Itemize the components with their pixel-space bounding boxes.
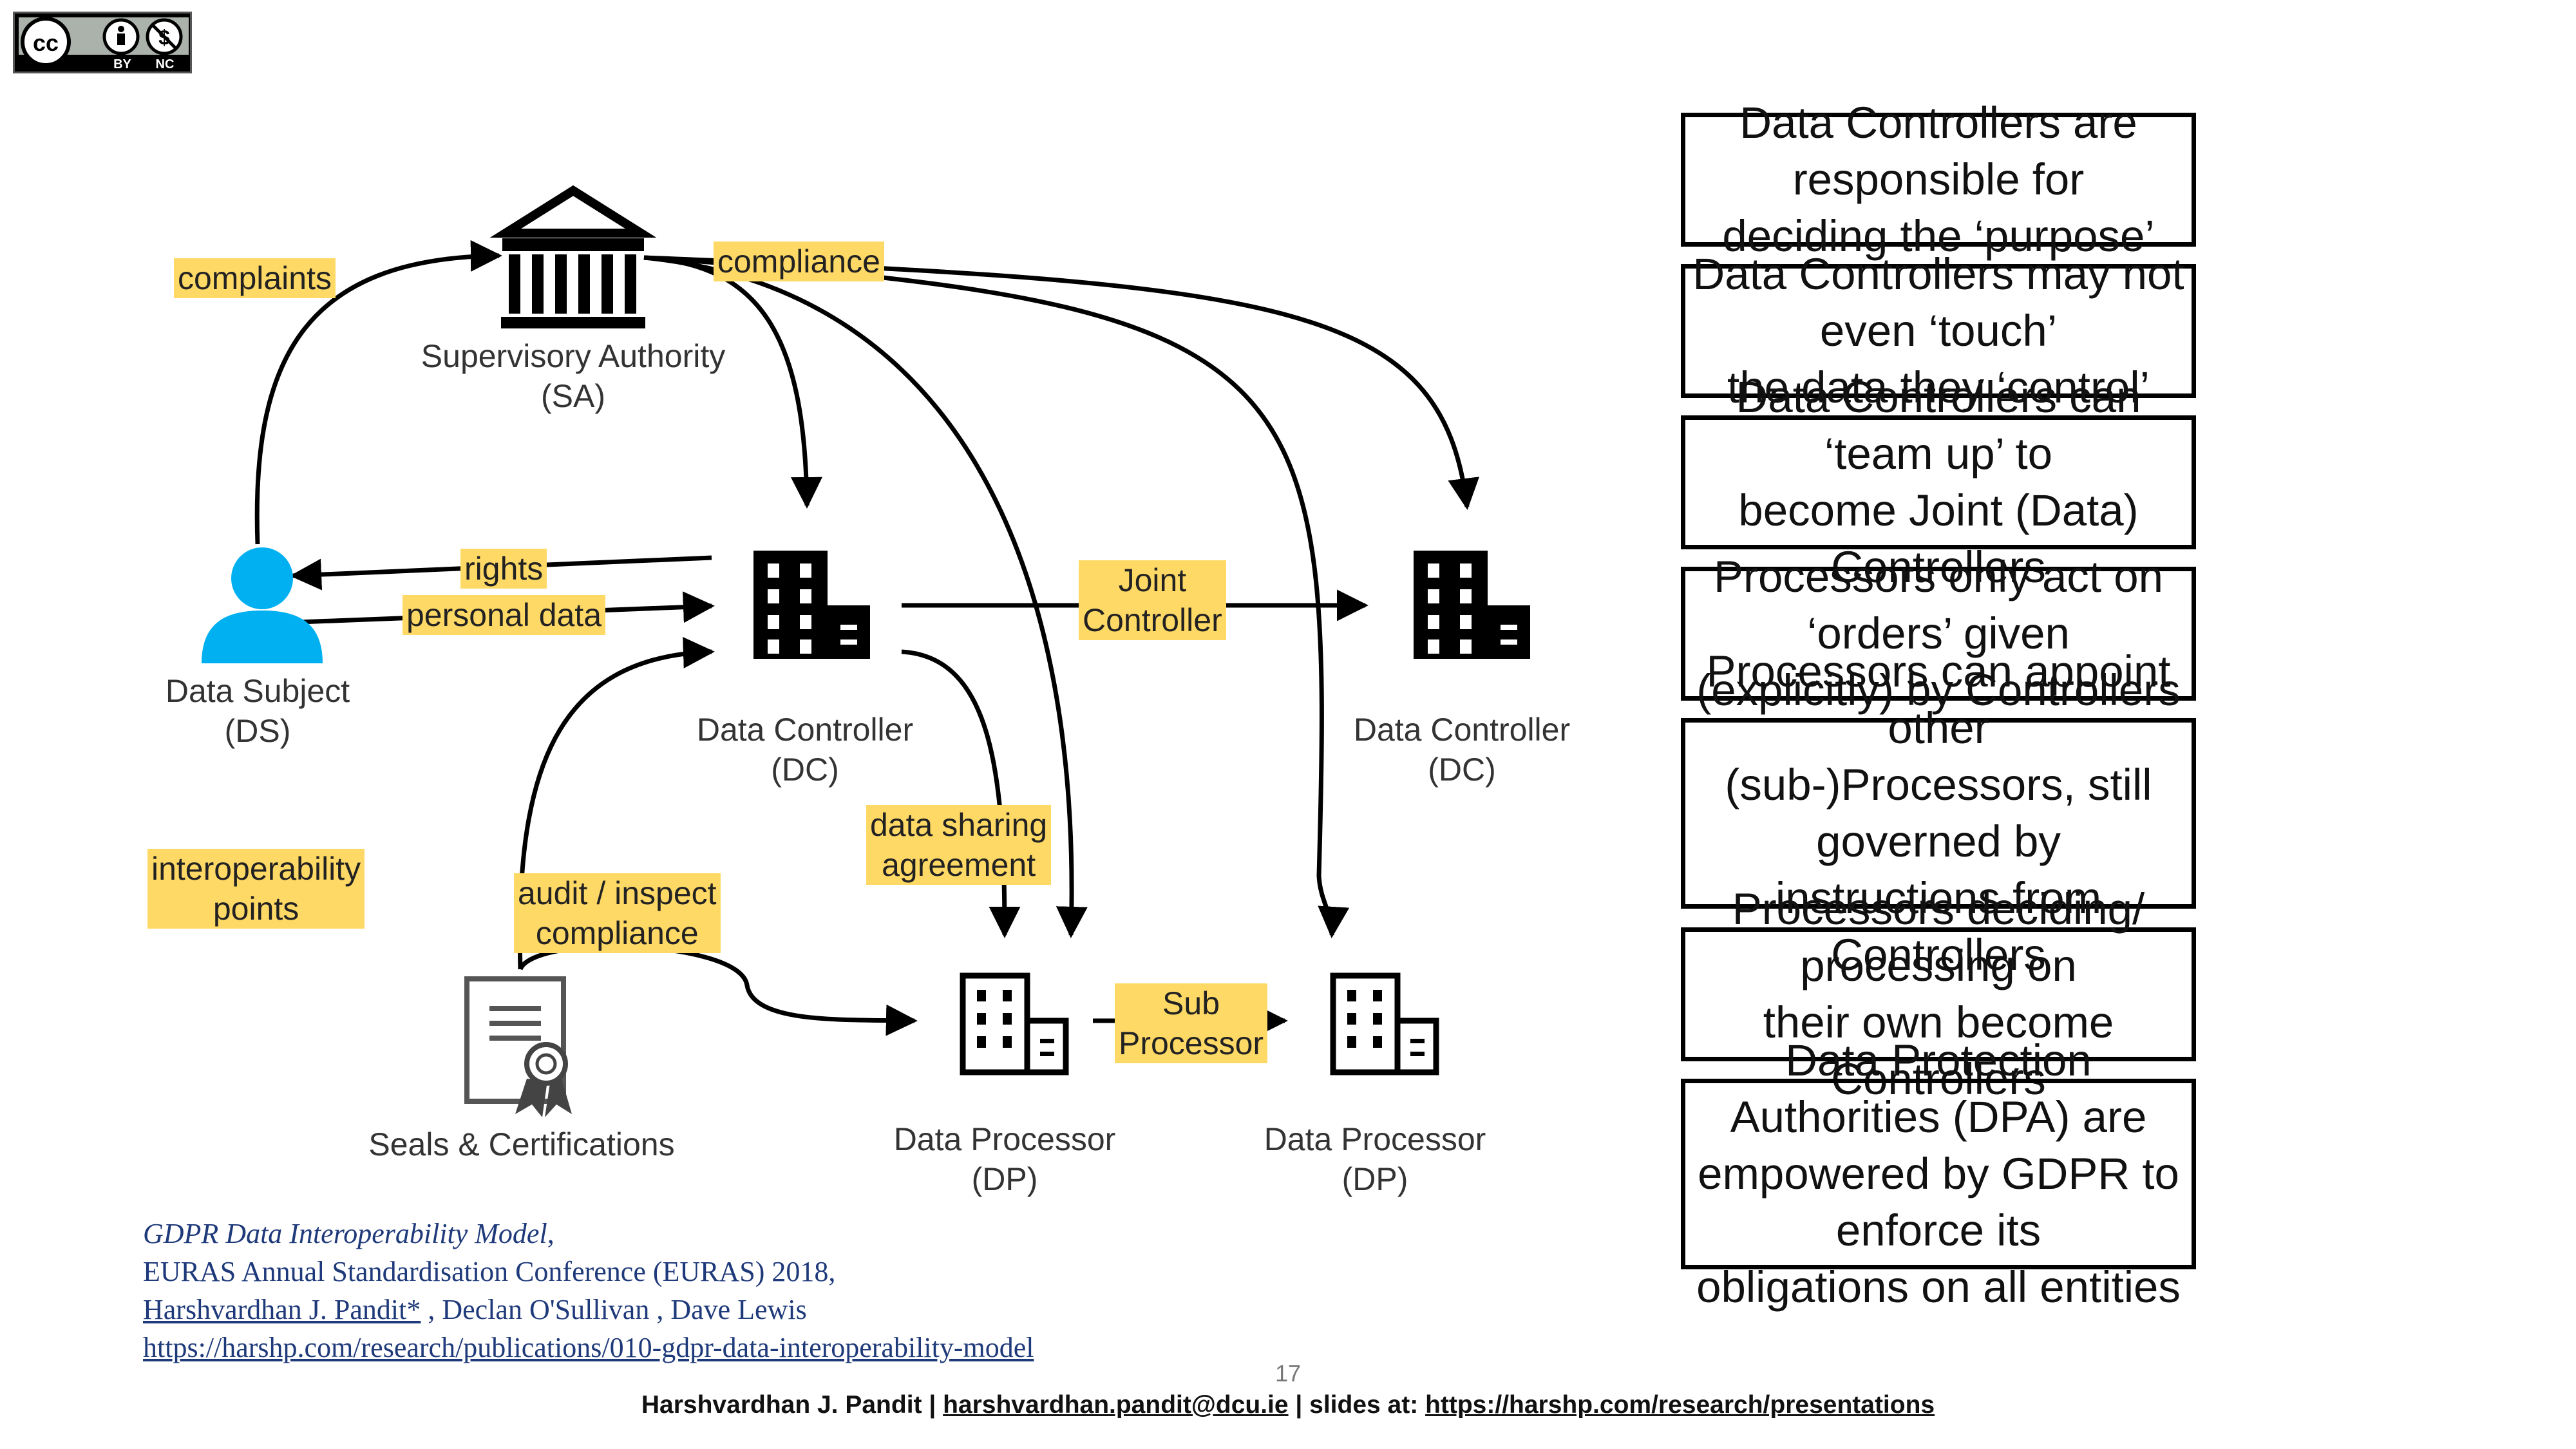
cc-by-label: BY bbox=[113, 57, 131, 71]
data-sharing-label: data sharing agreement bbox=[866, 805, 1052, 885]
data-controller-icon-1 bbox=[753, 551, 870, 659]
sub-processor-label: Sub Processor bbox=[1115, 983, 1268, 1063]
audit-compliance-label: audit / inspect compliance bbox=[514, 873, 721, 953]
seals-certifications-label: Seals & Certifications bbox=[368, 1126, 675, 1162]
citation-title-line: GDPR Data Interoperability Model, bbox=[143, 1215, 554, 1253]
data-controller-icon-2 bbox=[1414, 551, 1530, 659]
data-processor-icon-2 bbox=[1330, 972, 1439, 1075]
citation-author-link[interactable]: Harshvardhan J. Pandit* bbox=[143, 1294, 421, 1325]
footer-mid: | slides at: bbox=[1288, 1391, 1426, 1419]
footer-slides-link[interactable]: https://harshp.com/research/presentation… bbox=[1425, 1391, 1935, 1419]
interoperability-points-label: interoperability points bbox=[147, 849, 365, 929]
data-controller-1-label: Data Controller (DC) bbox=[696, 712, 914, 788]
citation-title-suffix: , bbox=[547, 1218, 554, 1249]
footer-name: Harshvardhan J. Pandit | bbox=[641, 1391, 943, 1419]
data-subject-label: Data Subject (DS) bbox=[165, 673, 350, 749]
certificate-icon bbox=[464, 976, 572, 1117]
statement-box: Processors deciding/ processing on their… bbox=[1681, 884, 2196, 1104]
data-processor-1-label: Data Processor (DP) bbox=[893, 1121, 1116, 1197]
compliance-label: compliance bbox=[714, 242, 884, 281]
complaints-label: complaints bbox=[174, 258, 336, 298]
arrow-data-sharing bbox=[901, 649, 1021, 938]
footer: Harshvardhan J. Pandit | harshvardhan.pa… bbox=[0, 1391, 2576, 1419]
citation-title: GDPR Data Interoperability Model bbox=[143, 1218, 547, 1249]
citation-conference: EURAS Annual Standardisation Conference … bbox=[143, 1256, 836, 1287]
statement-box: Data Controllers are responsible for dec… bbox=[1681, 98, 2196, 261]
statement-box: Data Protection Authorities (DPA) are em… bbox=[1681, 1036, 2196, 1312]
cc-icon: cc $ bbox=[21, 17, 183, 67]
statement-box: Processors can appoint other (sub-)Proce… bbox=[1681, 647, 2196, 980]
data-processor-icon-1 bbox=[960, 972, 1069, 1075]
arrow-complaints bbox=[254, 240, 502, 545]
supervisory-authority-label: Supervisory Authority (SA) bbox=[421, 338, 726, 414]
cc-nc-label: NC bbox=[155, 57, 175, 71]
arrow-compliance-dp2 bbox=[643, 255, 1350, 938]
joint-controller-label: Joint Controller bbox=[1079, 560, 1226, 640]
citation-url-link[interactable]: https://harshp.com/research/publications… bbox=[143, 1332, 1034, 1363]
citation-other-authors: , Declan O'Sullivan , Dave Lewis bbox=[421, 1294, 807, 1325]
arrow-audit-dp bbox=[518, 944, 918, 1036]
arrow-compliance-dp1 bbox=[643, 255, 1088, 938]
data-subject-icon bbox=[202, 547, 323, 663]
page-number: 17 bbox=[1274, 1360, 1302, 1387]
cc-license-badge: cc $ BY NC bbox=[13, 12, 192, 73]
data-controller-2-label: Data Controller (DC) bbox=[1353, 712, 1571, 788]
arrow-compliance-dc2 bbox=[643, 255, 1480, 510]
footer-email-link[interactable]: harshvardhan.pandit@dcu.ie bbox=[943, 1391, 1289, 1419]
supervisory-authority-icon bbox=[489, 185, 657, 328]
svg-text:cc: cc bbox=[33, 30, 59, 56]
citation-authors-line: Harshvardhan J. Pandit* , Declan O'Sulli… bbox=[143, 1291, 807, 1329]
rights-label: rights bbox=[460, 549, 547, 589]
data-processor-2-label: Data Processor (DP) bbox=[1264, 1121, 1486, 1197]
personal-data-label: personal data bbox=[402, 595, 606, 635]
statement-box: Data Controllers can ‘team up’ to become… bbox=[1681, 372, 2196, 592]
